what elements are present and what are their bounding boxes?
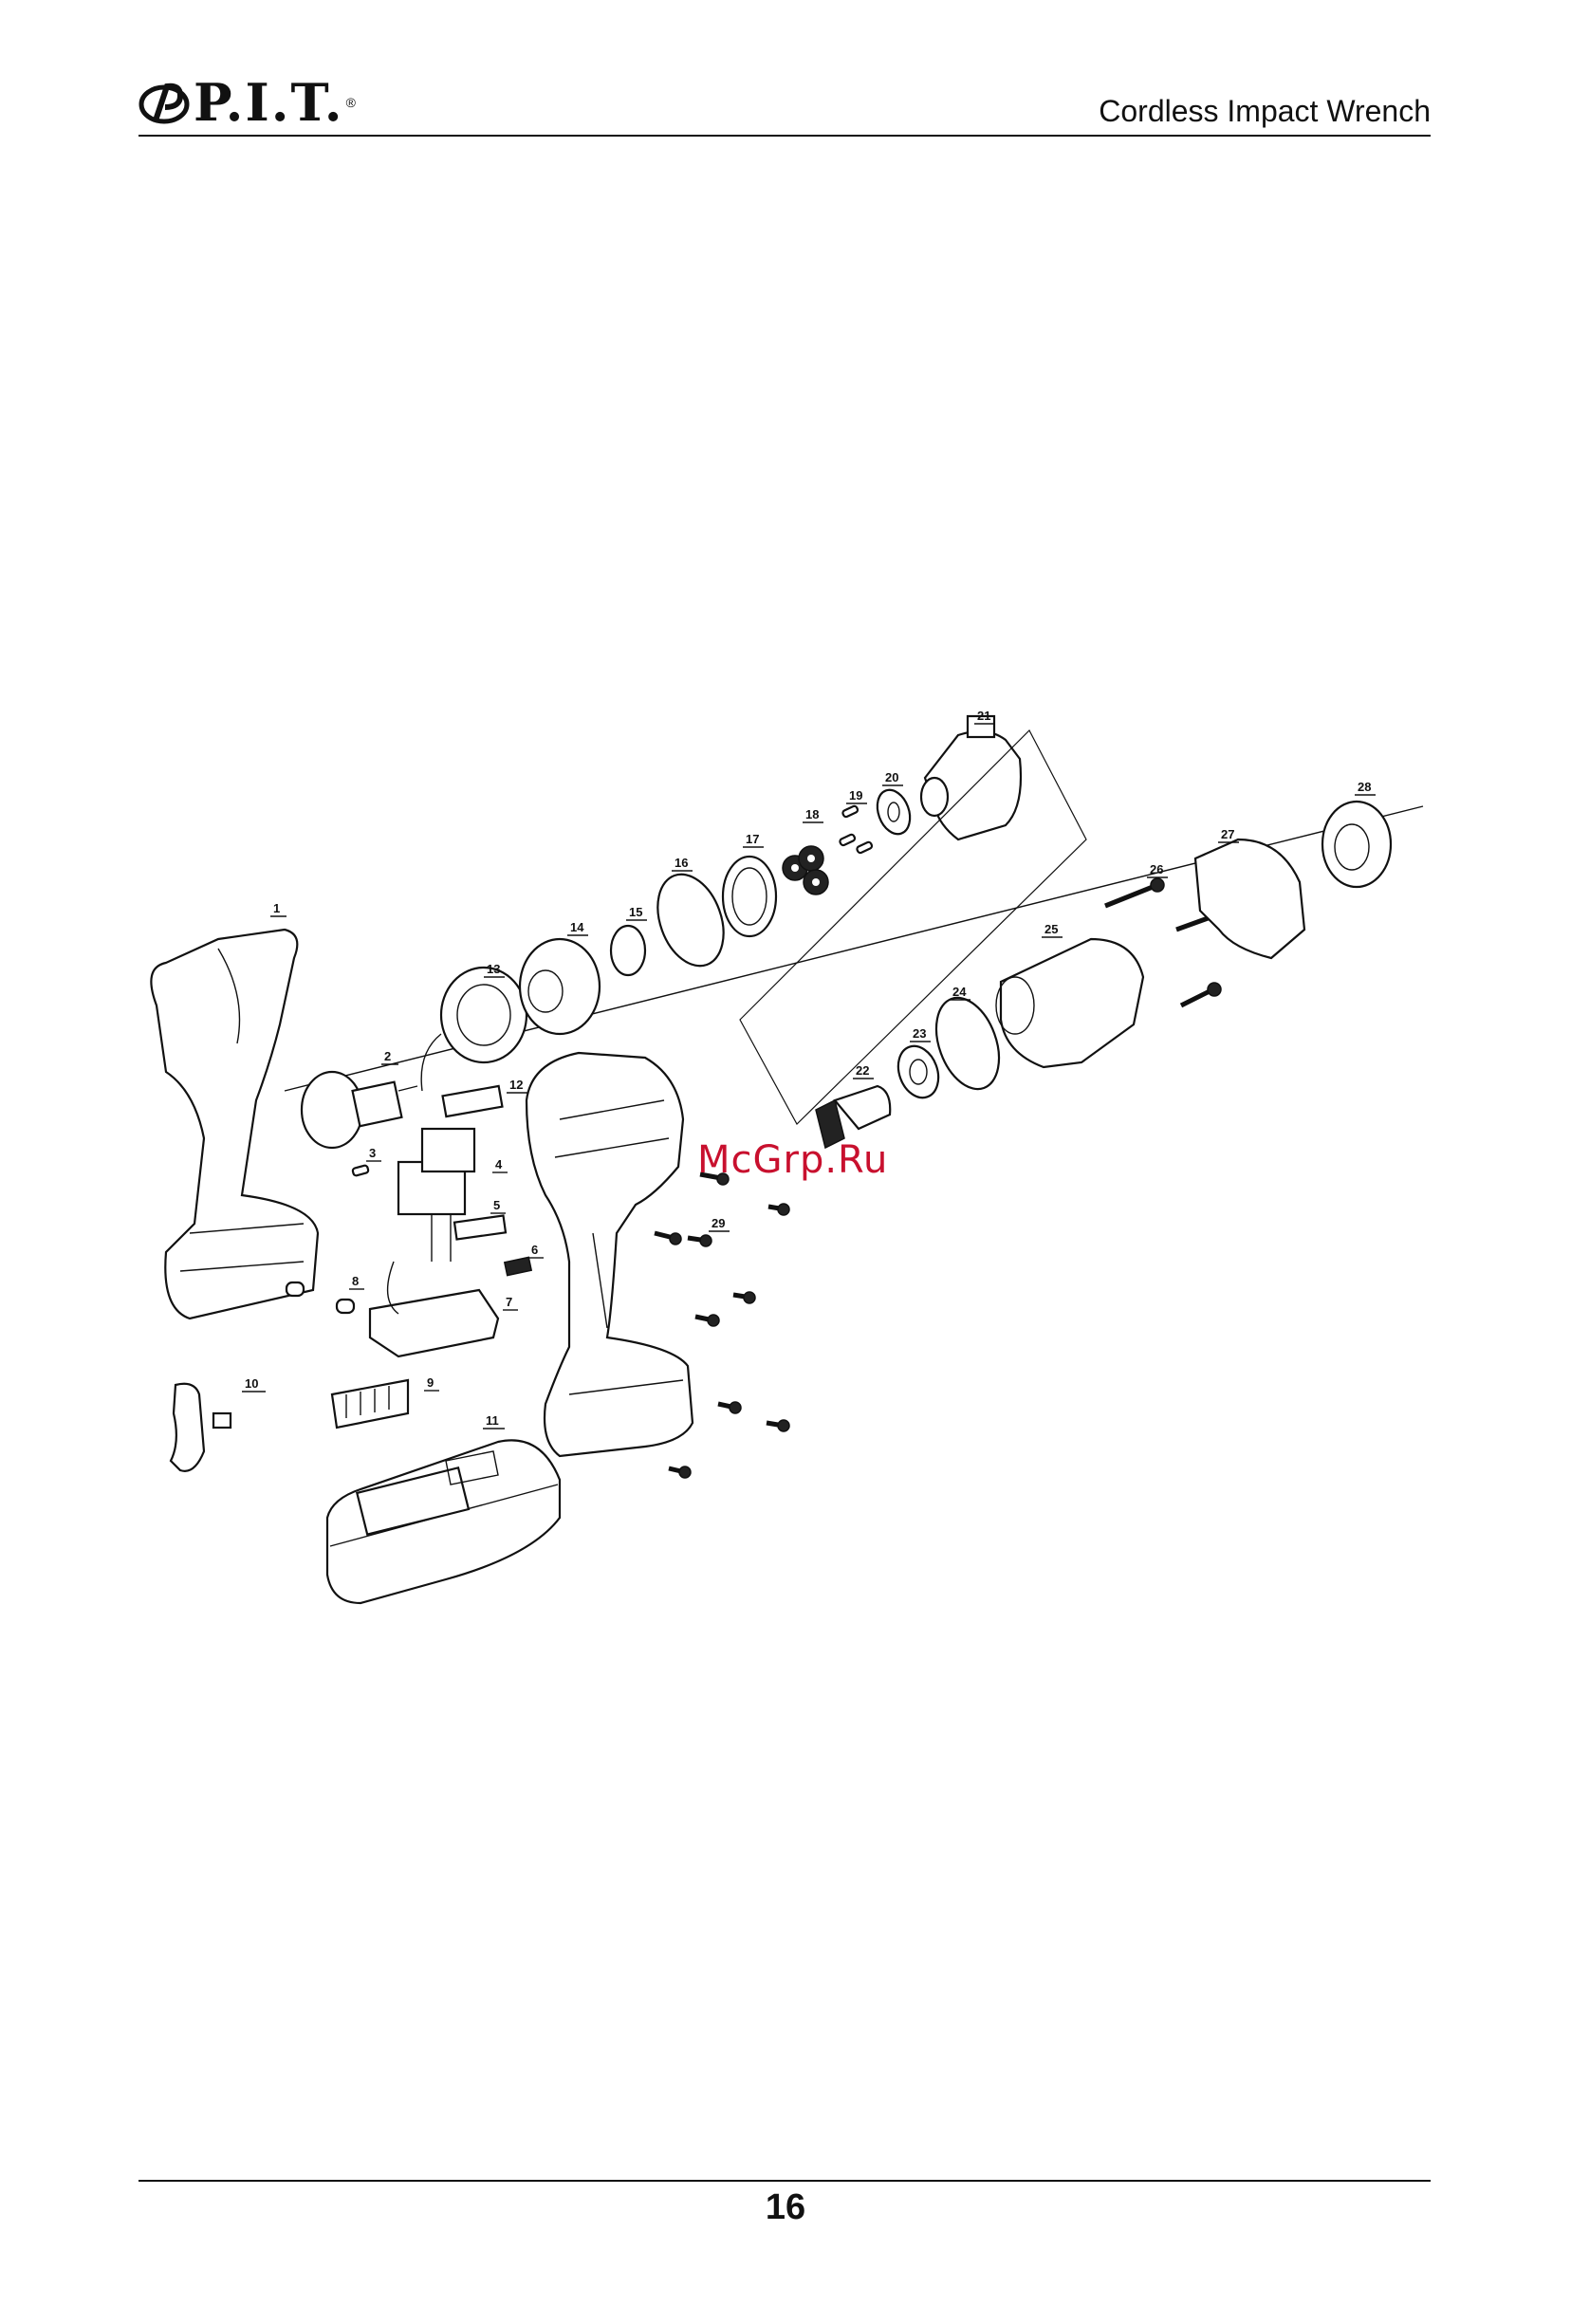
part-assembled-tool-body <box>527 1053 693 1456</box>
callout-29: 29 <box>709 1216 730 1231</box>
part-19-pins <box>839 805 872 854</box>
callout-10: 10 <box>242 1376 266 1392</box>
part-15-bearing <box>611 926 645 975</box>
callout-4: 4 <box>492 1157 508 1172</box>
callout-18: 18 <box>803 807 823 822</box>
svg-text:17: 17 <box>746 832 759 846</box>
svg-text:4: 4 <box>495 1157 503 1171</box>
part-6-clip <box>505 1257 531 1275</box>
part-10-belt-clip <box>171 1384 231 1471</box>
callout-2: 2 <box>381 1049 398 1064</box>
svg-text:20: 20 <box>885 770 898 784</box>
svg-text:8: 8 <box>352 1274 359 1288</box>
callout-6: 6 <box>528 1243 544 1258</box>
callout-28: 28 <box>1355 780 1376 795</box>
svg-text:25: 25 <box>1044 922 1058 936</box>
part-28-nose-ring <box>1322 802 1391 887</box>
part-13-stator <box>421 968 527 1091</box>
part-21-spindle <box>921 716 1021 839</box>
part-7-pcb <box>370 1262 498 1356</box>
callout-15: 15 <box>626 905 647 920</box>
svg-text:12: 12 <box>509 1078 523 1092</box>
part-5-plate <box>454 1215 506 1239</box>
svg-text:5: 5 <box>493 1198 500 1212</box>
callout-24: 24 <box>950 985 970 1000</box>
svg-text:11: 11 <box>486 1413 499 1428</box>
svg-text:18: 18 <box>805 807 819 821</box>
part-17-ring-gear <box>723 857 776 936</box>
svg-text:27: 27 <box>1221 827 1234 841</box>
footer-rule <box>139 2180 1431 2182</box>
part-1-housing-left <box>151 930 318 1319</box>
part-18-planetary-gears <box>783 846 828 895</box>
svg-text:9: 9 <box>427 1375 434 1390</box>
svg-text:7: 7 <box>506 1295 512 1309</box>
callout-1: 1 <box>270 901 286 916</box>
svg-text:16: 16 <box>675 856 688 870</box>
part-25-front-housing <box>996 939 1143 1067</box>
callout-12: 12 <box>507 1078 527 1093</box>
svg-text:14: 14 <box>570 920 584 934</box>
callout-22: 22 <box>853 1063 874 1079</box>
part-23-washer <box>892 1041 946 1103</box>
svg-text:26: 26 <box>1150 862 1163 876</box>
svg-text:23: 23 <box>913 1026 926 1041</box>
part-8-bushing <box>337 1300 354 1313</box>
callout-17: 17 <box>743 832 764 847</box>
callout-16: 16 <box>672 856 693 871</box>
callout-3: 3 <box>366 1146 381 1161</box>
callout-5: 5 <box>490 1198 506 1213</box>
part-16-o-ring <box>646 865 735 975</box>
svg-text:28: 28 <box>1358 780 1371 794</box>
callout-19: 19 <box>846 788 867 803</box>
svg-text:15: 15 <box>629 905 642 919</box>
callout-8: 8 <box>349 1274 364 1289</box>
svg-text:10: 10 <box>245 1376 258 1391</box>
svg-text:21: 21 <box>977 709 990 723</box>
callout-14: 14 <box>567 920 588 935</box>
page-number: 16 <box>0 2187 1571 2228</box>
part-20-washer <box>872 785 915 839</box>
svg-text:6: 6 <box>531 1243 538 1257</box>
svg-text:22: 22 <box>856 1063 869 1078</box>
part-4-switch <box>398 1129 474 1262</box>
callout-11: 11 <box>483 1413 505 1429</box>
svg-text:24: 24 <box>952 985 967 999</box>
svg-text:3: 3 <box>369 1146 376 1160</box>
svg-text:29: 29 <box>712 1216 725 1230</box>
part-14-bearing-plate <box>520 939 600 1034</box>
svg-text:1: 1 <box>273 901 280 915</box>
callout-25: 25 <box>1042 922 1063 937</box>
part-11-battery <box>327 1440 560 1603</box>
svg-text:2: 2 <box>384 1049 391 1063</box>
part-27-cover <box>1195 839 1304 958</box>
callout-20: 20 <box>882 770 903 785</box>
part-9-terminal-block <box>332 1380 408 1428</box>
part-12-holder <box>443 1086 503 1116</box>
part-3-pin <box>352 1165 369 1176</box>
callout-9: 9 <box>424 1375 439 1391</box>
callout-26: 26 <box>1147 862 1168 877</box>
svg-text:19: 19 <box>849 788 862 802</box>
svg-text:13: 13 <box>487 962 500 976</box>
part-2-rotor <box>302 1072 417 1148</box>
watermark: McGrp.Ru <box>697 1138 888 1182</box>
callout-7: 7 <box>503 1295 518 1310</box>
callout-23: 23 <box>910 1026 931 1042</box>
